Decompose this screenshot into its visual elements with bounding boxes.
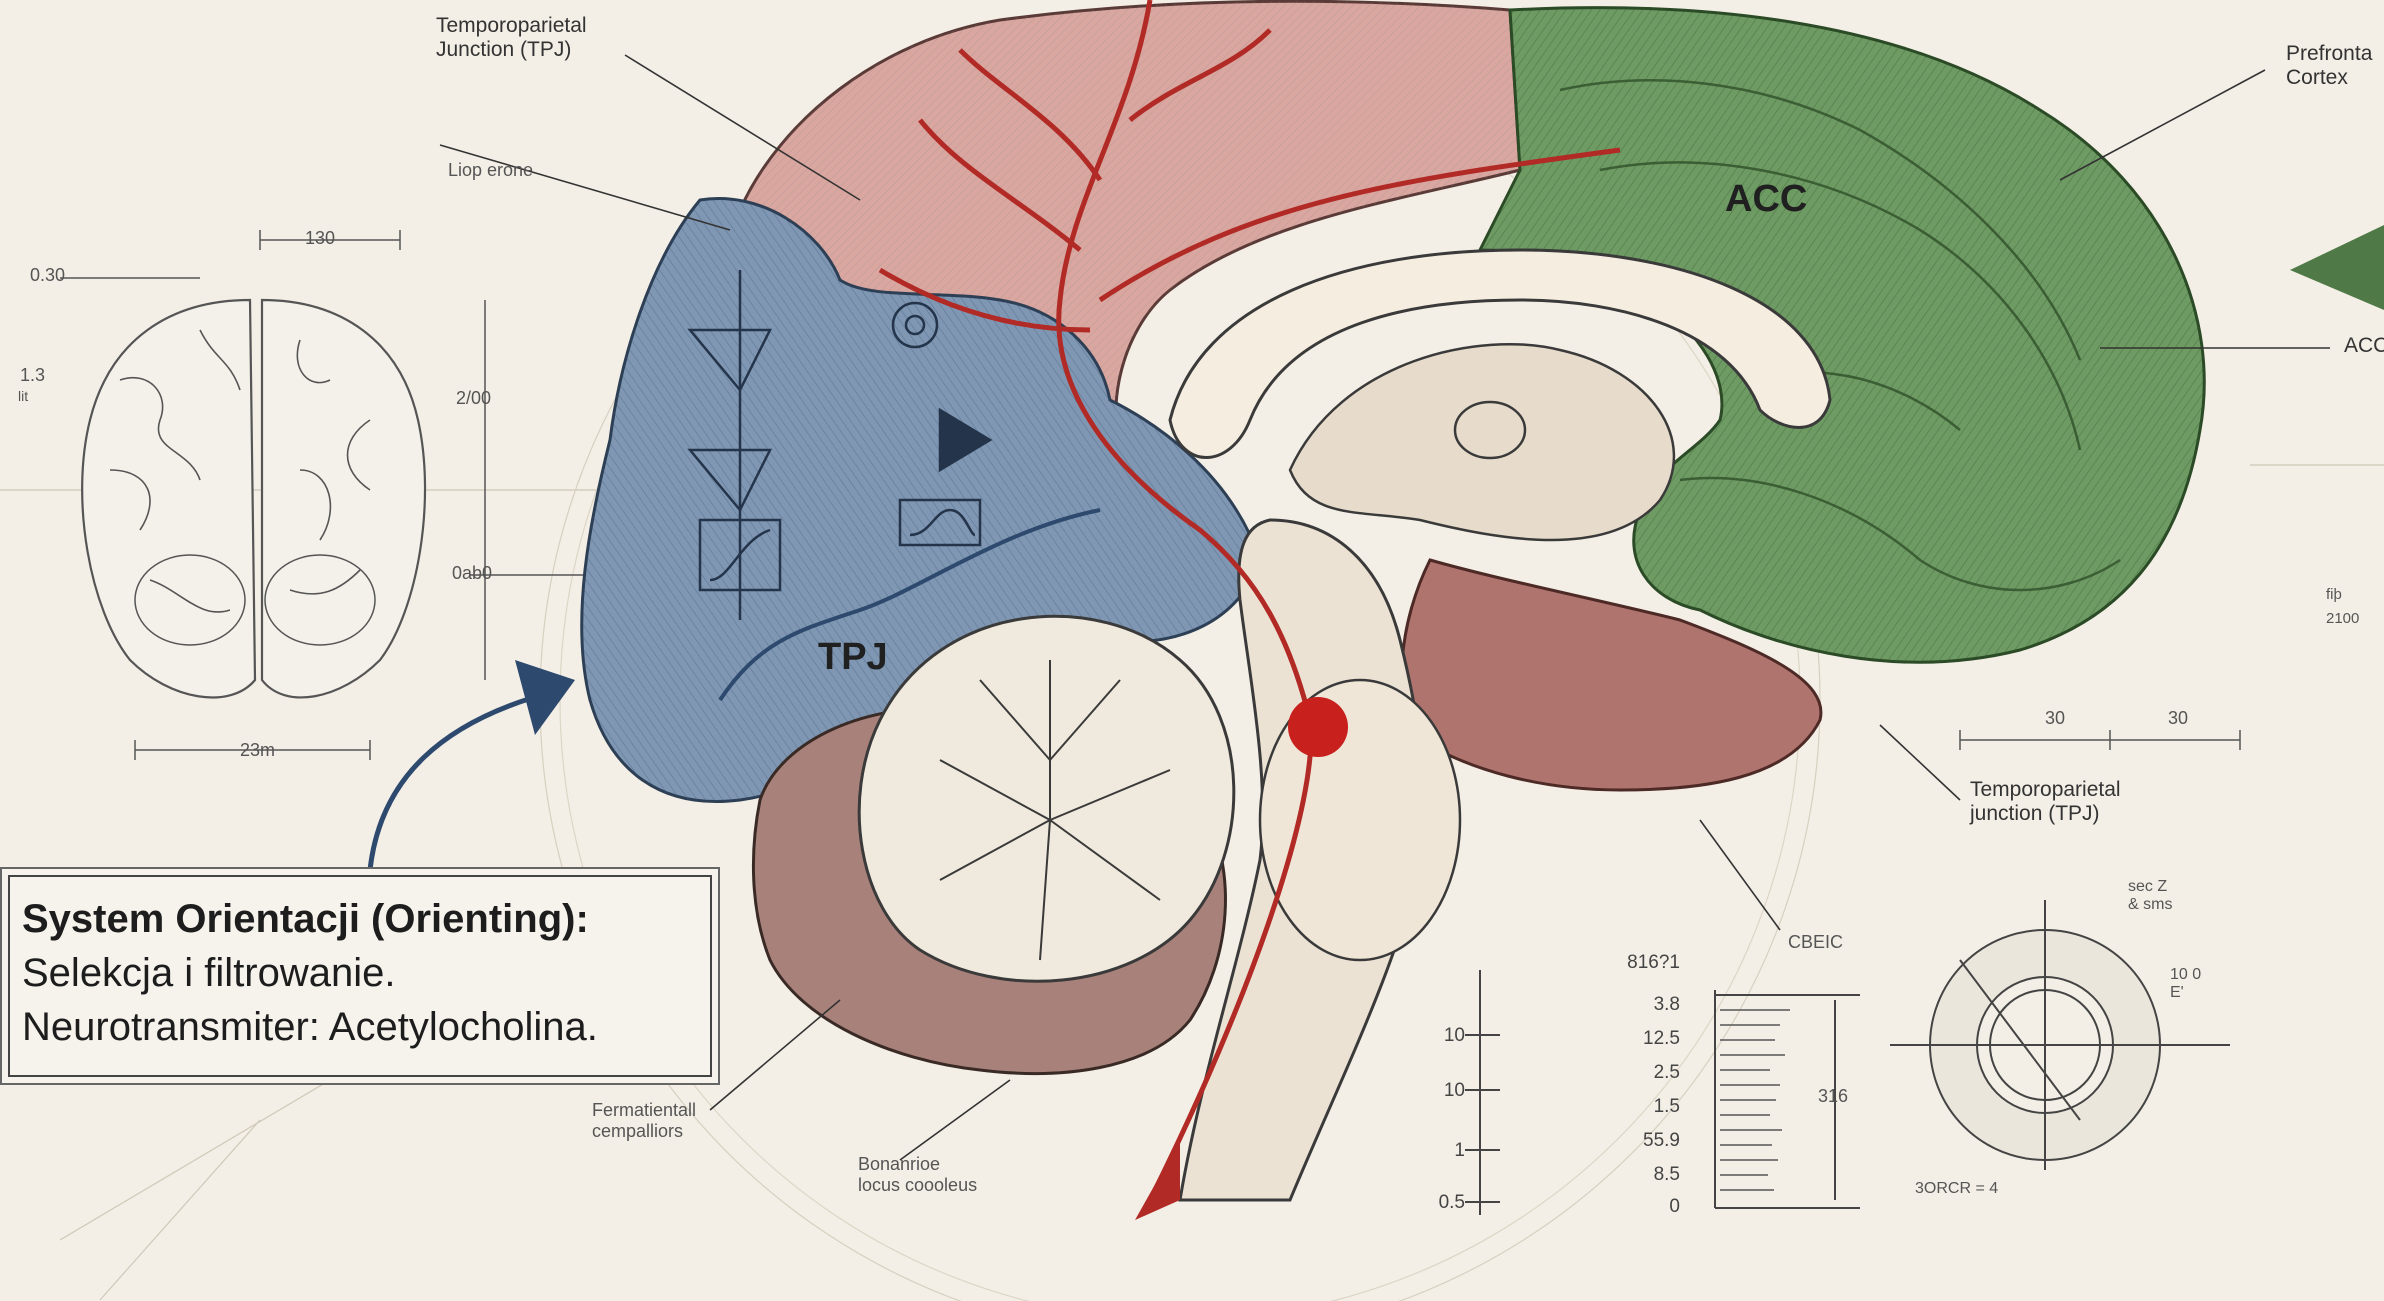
dim-top-width: 130	[305, 228, 335, 249]
label-tpj-region: TPJ	[818, 636, 888, 680]
dial-label-b: 10 0 E'	[2170, 966, 2201, 1003]
dim-bottom: 23m	[240, 740, 275, 761]
label-acc-region: ACC	[1725, 178, 1807, 222]
dim-left-b2: lit	[18, 388, 28, 404]
scale-bar-left	[1465, 970, 1500, 1215]
label-tpj-top: Temporoparietal Junction (TPJ)	[436, 14, 587, 62]
scale-left-tick: 10	[1405, 1080, 1465, 1102]
label-acc-side: ACC	[2344, 334, 2384, 358]
scale-bar-mid-fill	[1720, 1010, 1790, 1190]
scale-mid-side: 316	[1818, 1086, 1848, 1107]
scale-left-tick: 10	[1405, 1025, 1465, 1047]
scale-mid-tick: 55.9	[1620, 1130, 1680, 1152]
dial-label-c: 3ORCR = 4	[1915, 1180, 1998, 1198]
callout-line-1: Selekcja i filtrowanie.	[22, 951, 396, 996]
scale-left-tick: 1	[1405, 1140, 1465, 1162]
dim-left-b: 1.3	[20, 365, 45, 386]
dial-label-a: sec Z & sms	[2128, 878, 2172, 915]
locus-coeruleus-dot	[1288, 697, 1348, 757]
label-locus: Bonanrioe locus coooleus	[858, 1154, 977, 1195]
dim-left-a: 0.30	[30, 265, 65, 286]
callout-line-2: Neurotransmiter: Acetylocholina.	[22, 1005, 598, 1050]
scale-mid-header: 816?1	[1620, 952, 1680, 974]
scale-mid-tick: 0	[1620, 1196, 1680, 1218]
green-arrow	[2290, 225, 2384, 310]
dial-gauge	[1890, 900, 2230, 1170]
label-prefrontal: Prefronta Cortex	[2286, 42, 2372, 90]
dim-mid-a: 2/00	[456, 388, 491, 409]
scale-mid-tick: 1.5	[1620, 1096, 1680, 1118]
scale-mid-tick: 8.5	[1620, 1164, 1680, 1186]
label-cbeic: CBEIC	[1788, 932, 1843, 953]
scale-mid-tick: 12.5	[1620, 1028, 1680, 1050]
dim-mid-b: 0ab0	[452, 563, 492, 584]
thalamus	[1290, 344, 1674, 540]
label-liop: Liop erone	[448, 160, 533, 181]
label-fermatiental: Fermatientall cempalliors	[592, 1100, 696, 1141]
orienting-callout: System Orientacji (Orienting): Selekcja …	[8, 875, 712, 1077]
dim-right-small-a: fiþ	[2326, 586, 2342, 603]
scale-mid-tick: 2.5	[1620, 1062, 1680, 1084]
dim-right-small-b: 2100	[2326, 610, 2359, 627]
dim-right-b: 30	[2168, 708, 2188, 729]
callout-title: System Orientacji (Orienting):	[22, 897, 589, 942]
label-tpj-bottom: Temporoparietal junction (TPJ)	[1970, 778, 2121, 826]
scale-left-tick: 0.5	[1405, 1192, 1465, 1214]
top-view-brain-sketch	[82, 300, 425, 697]
dim-right-a: 30	[2045, 708, 2065, 729]
cerebellum-inner	[859, 616, 1234, 981]
scale-mid-tick: 3.8	[1620, 994, 1680, 1016]
